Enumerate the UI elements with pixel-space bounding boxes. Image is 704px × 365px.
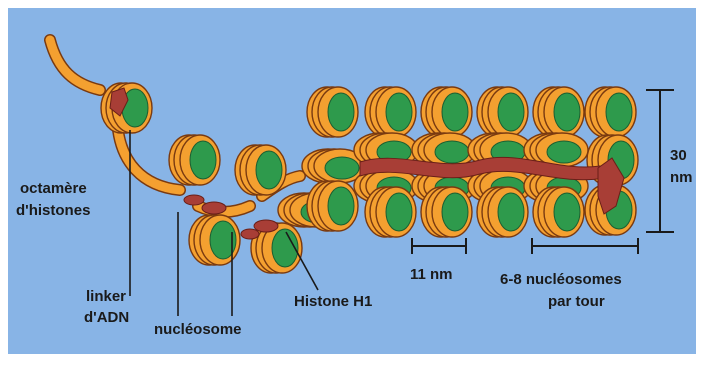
label-linker-1: linker <box>86 288 126 305</box>
label-nucleosome: nucléosome <box>154 321 242 338</box>
label-nm: nm <box>670 169 693 186</box>
label-11nm: 11 nm <box>410 266 453 283</box>
label-linker-2: d'ADN <box>84 309 129 326</box>
label-per-turn-2: par tour <box>548 293 605 310</box>
label-octamer-2: d'histones <box>16 202 90 219</box>
nucleosome-2 <box>169 135 220 185</box>
label-per-turn-1: 6-8 nucléosomes <box>500 271 622 288</box>
nucleosome-octamer <box>101 83 152 133</box>
nucleosome-3 <box>235 145 286 195</box>
label-histone-h1: Histone H1 <box>294 293 372 310</box>
label-octamer-1: octamère <box>20 180 87 197</box>
label-30: 30 <box>670 147 687 164</box>
